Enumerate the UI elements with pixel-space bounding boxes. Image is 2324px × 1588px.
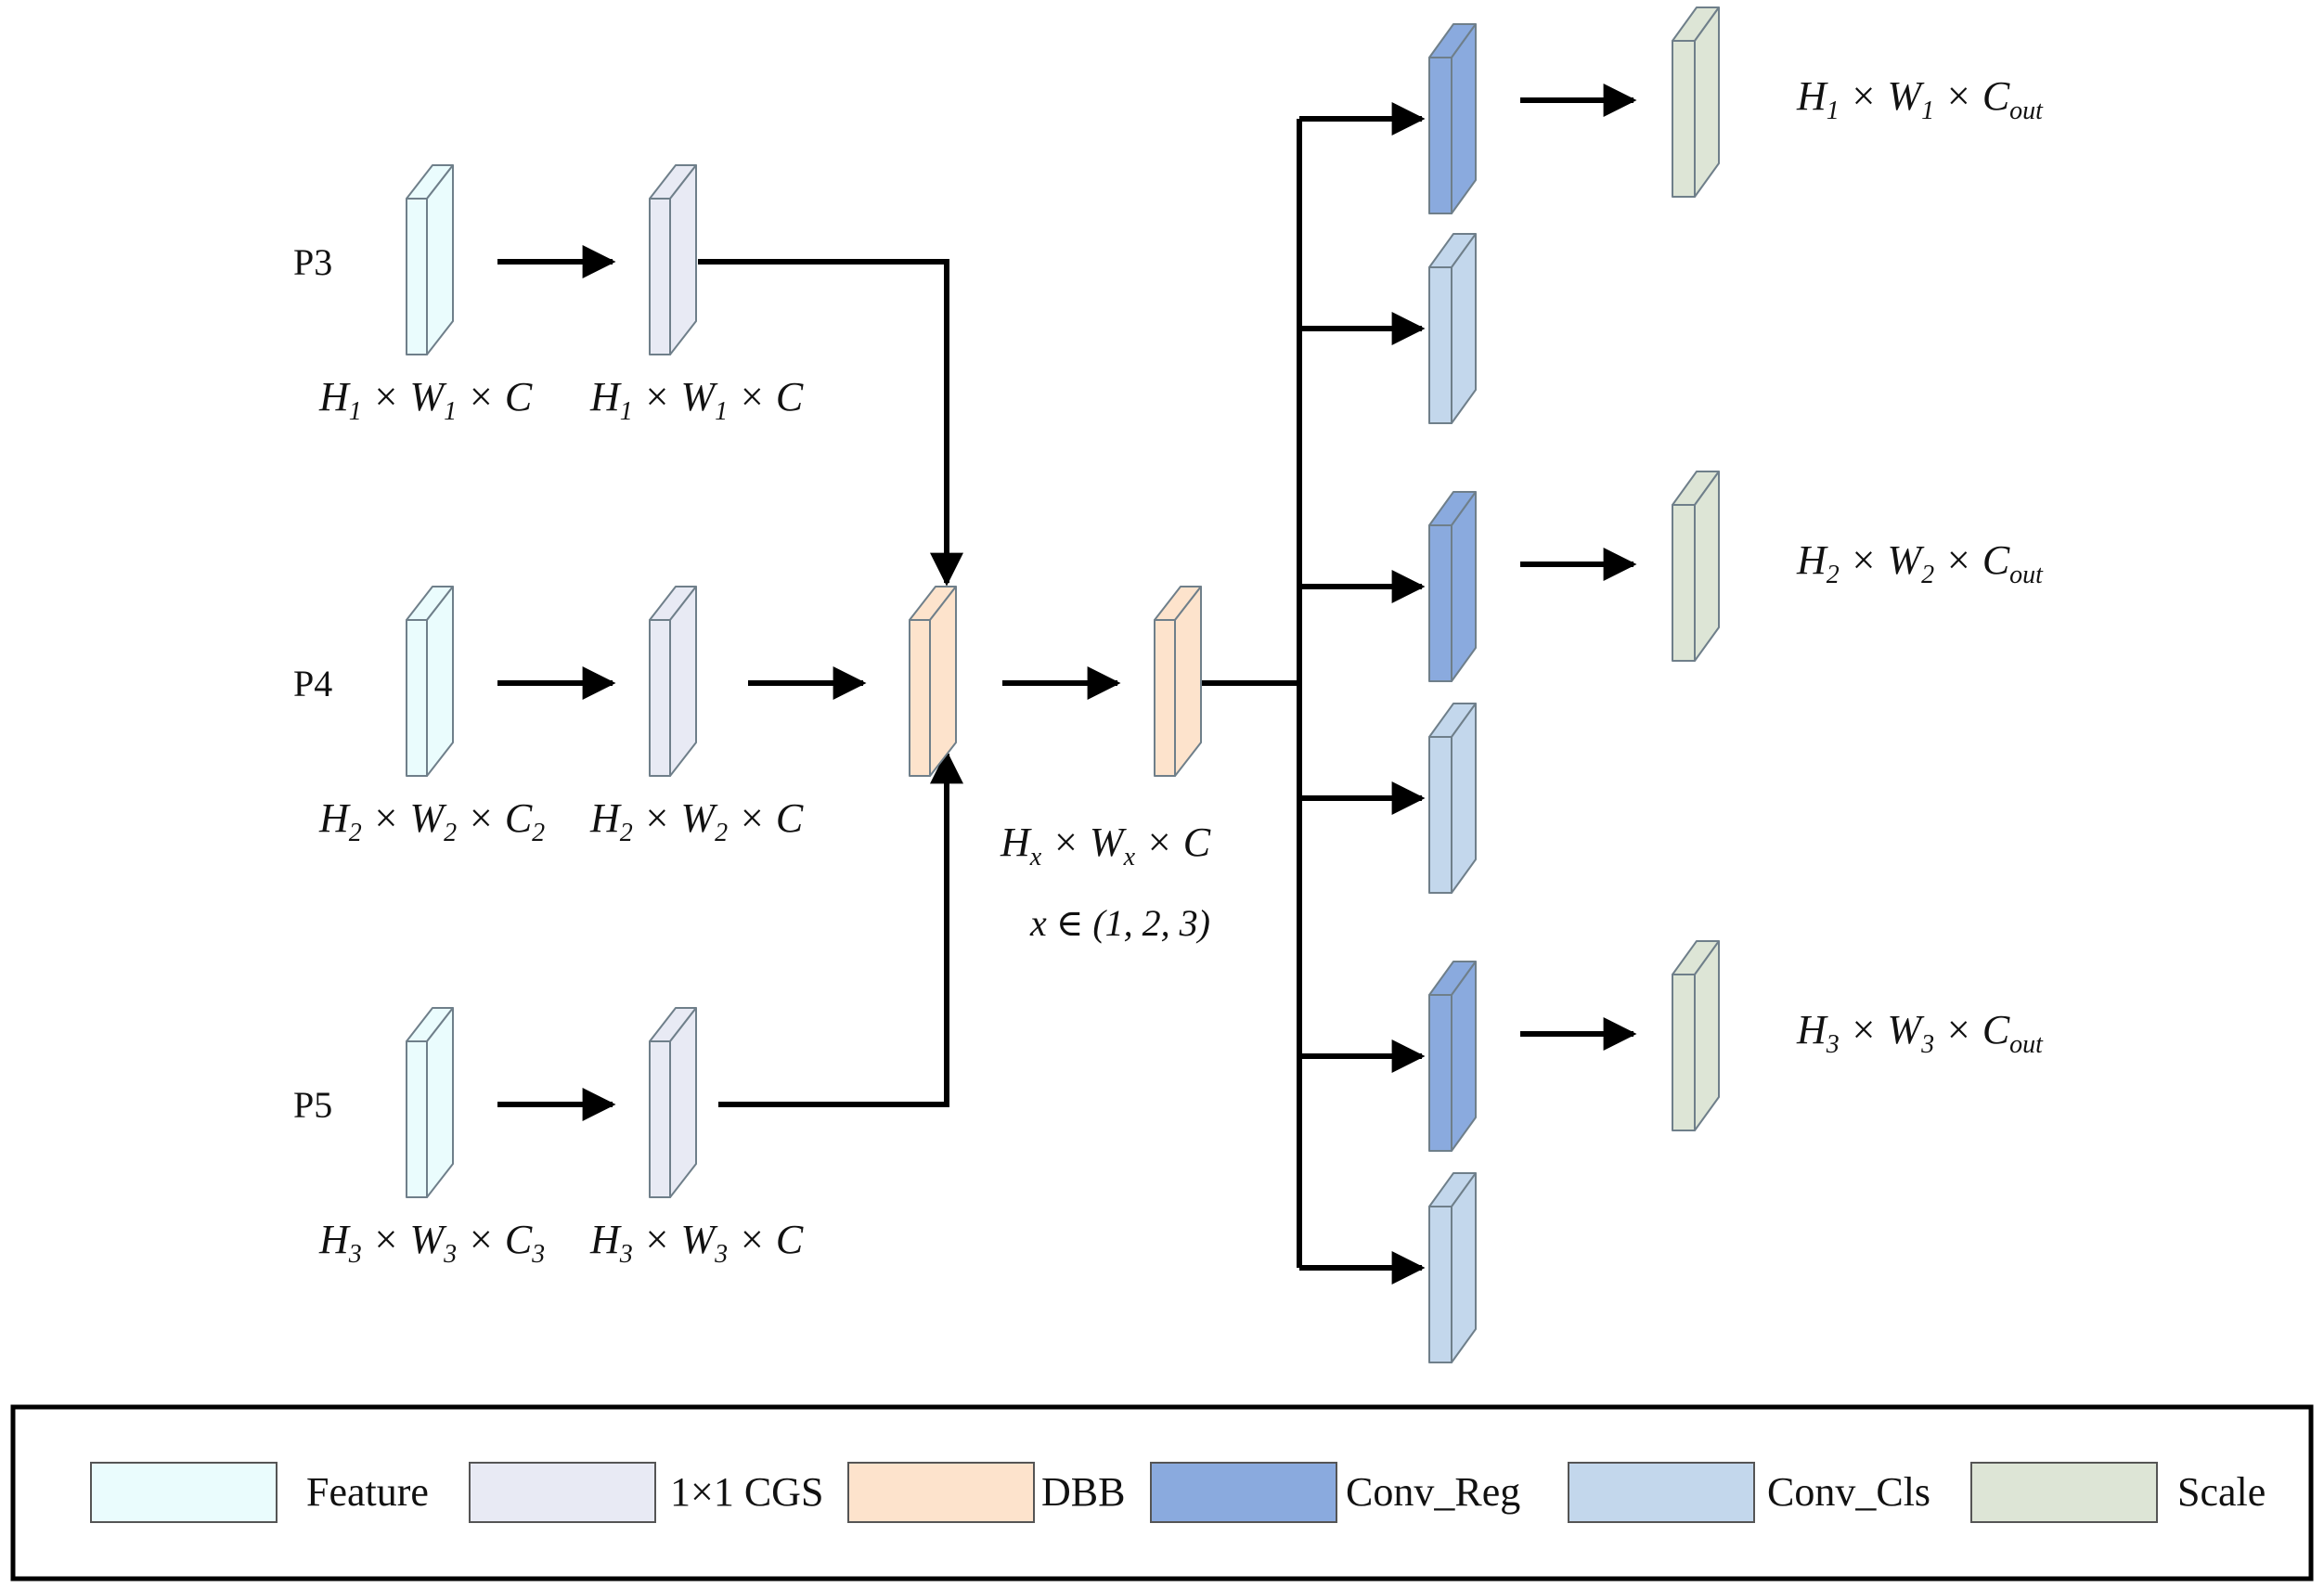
conv-reg-block-1	[1428, 23, 1477, 214]
conv-cls-block-2	[1428, 703, 1477, 894]
conv-cls-block-1	[1428, 233, 1477, 424]
legend-label-2: 1×1 CGS	[670, 1469, 823, 1515]
cgs-block-p3	[649, 164, 697, 355]
dbb-block-2	[1154, 586, 1202, 777]
arrow-p3-to-dbb	[698, 259, 963, 587]
legend: Feature 1×1 CGS DBB Conv_Reg Conv_Cls Scale	[10, 1404, 2314, 1582]
output-dims-3: H3 × W3 × Cout	[1796, 1007, 2044, 1059]
feature-block-p3	[406, 164, 454, 355]
input-label-p3: P3	[293, 241, 332, 283]
feature-dims-p5: H3 × W3 × C3	[318, 1217, 545, 1269]
legend-label-4: Conv_Reg	[1346, 1469, 1520, 1515]
legend-label-5: Conv_Cls	[1767, 1469, 1930, 1515]
feature-blocks	[406, 6, 1720, 1363]
output-dims-1: H1 × W1 × Cout	[1796, 73, 2044, 125]
legend-swatch-6	[1970, 1462, 2158, 1523]
legend-label-6: Scale	[2177, 1469, 2266, 1515]
legend-swatch-2	[469, 1462, 656, 1523]
feature-dims-p3: H1 × W1 × C	[318, 374, 533, 426]
legend-label-3: DBB	[1041, 1469, 1125, 1515]
legend-swatch-4	[1150, 1462, 1337, 1523]
conv-reg-block-3	[1428, 961, 1477, 1152]
scale-block-3	[1672, 940, 1720, 1131]
output-dims-2: H2 × W2 × Cout	[1796, 537, 2044, 589]
merged-range-label: x ∈ (1, 2, 3)	[1029, 902, 1210, 944]
legend-swatch-1	[90, 1462, 278, 1523]
scale-block-2	[1672, 471, 1720, 662]
merged-dims-label: Hx × Wx × C	[1000, 820, 1211, 871]
connector-lines	[497, 84, 1637, 1285]
diagram-labels: P3 H1 × W1 × C H1 × W1 × C P4 H2 × W2 × C2 H2…	[293, 73, 2044, 1269]
cgs-dims-p5: H3 × W3 × C	[589, 1217, 804, 1269]
input-label-p4: P4	[293, 663, 332, 704]
legend-swatch-3	[847, 1462, 1035, 1523]
cgs-dims-p3: H1 × W1 × C	[589, 374, 804, 426]
conv-reg-block-2	[1428, 491, 1477, 682]
scale-block-1	[1672, 6, 1720, 198]
input-label-p5: P5	[293, 1084, 332, 1126]
legend-label-1: Feature	[306, 1469, 429, 1515]
cgs-block-p5	[649, 1007, 697, 1198]
feature-dims-p4: H2 × W2 × C2	[318, 795, 545, 847]
cgs-block-p4	[649, 586, 697, 777]
cgs-dims-p4: H2 × W2 × C	[589, 795, 804, 847]
feature-block-p5	[406, 1007, 454, 1198]
arrow-p5-to-dbb	[718, 750, 963, 1107]
feature-block-p4	[406, 586, 454, 777]
dbb-block-1	[909, 586, 957, 777]
legend-swatch-5	[1568, 1462, 1755, 1523]
conv-cls-block-3	[1428, 1172, 1477, 1363]
